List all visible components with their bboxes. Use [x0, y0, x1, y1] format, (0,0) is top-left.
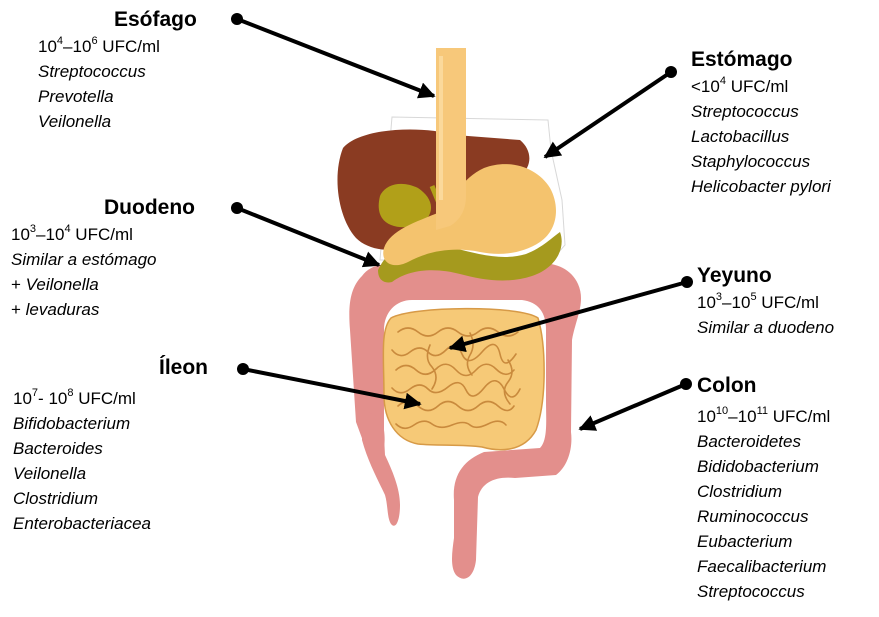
colon-title: Colon — [697, 372, 830, 400]
estomago-organism: Helicobacter pylori — [691, 174, 831, 199]
esofago-count: 104–106 UFC/ml — [38, 34, 197, 59]
ileon-title: Íleon — [159, 354, 208, 382]
estomago-title: Estómago — [691, 46, 831, 74]
duodeno-count: 103–104 UFC/ml — [11, 222, 195, 247]
estomago-label: Estómago <104 UFC/ml Streptococcus Lacto… — [691, 46, 831, 199]
yeyuno-organism: Similar a duodeno — [697, 315, 834, 340]
colon-organism: Ruminococcus — [697, 504, 830, 529]
estomago-count: <104 UFC/ml — [691, 74, 831, 99]
ileon-organism: Clostridium — [13, 486, 208, 511]
ileon-organism: Bifidobacterium — [13, 411, 208, 436]
estomago-organism: Staphylococcus — [691, 149, 831, 174]
colon-organism: Bididobacterium — [697, 454, 830, 479]
duodeno-organism: + levaduras — [11, 297, 195, 322]
colon-organism: Bacteroidetes — [697, 429, 830, 454]
colon-organism: Clostridium — [697, 479, 830, 504]
colon-organism: Faecalibacterium — [697, 554, 830, 579]
duodeno-organism: Similar a estómago — [11, 247, 195, 272]
colon-arrow — [580, 384, 686, 429]
yeyuno-count: 103–105 UFC/ml — [697, 290, 834, 315]
esofago-arrow — [237, 19, 434, 96]
ileon-organism: Bacteroides — [13, 436, 208, 461]
estomago-organism: Streptococcus — [691, 99, 831, 124]
colon-organism: Eubacterium — [697, 529, 830, 554]
estomago-organism: Lactobacillus — [691, 124, 831, 149]
ileon-label: Íleon 107- 108 UFC/ml Bifidobacterium Ba… — [13, 354, 208, 536]
duodeno-title: Duodeno — [104, 194, 195, 222]
estomago-arrow — [545, 72, 671, 157]
esofago-organism: Veilonella — [38, 109, 197, 134]
colon-count: 1010–1011 UFC/ml — [697, 404, 830, 429]
yeyuno-label: Yeyuno 103–105 UFC/ml Similar a duodeno — [697, 262, 834, 340]
esofago-organism: Streptococcus — [38, 59, 197, 84]
yeyuno-title: Yeyuno — [697, 262, 834, 290]
colon-organism: Streptococcus — [697, 579, 830, 604]
colon-label: Colon 1010–1011 UFC/ml Bacteroidetes Bid… — [697, 372, 830, 604]
ileon-organism: Enterobacteriacea — [13, 511, 208, 536]
ileon-organism: Veilonella — [13, 461, 208, 486]
esofago-organism: Prevotella — [38, 84, 197, 109]
ileon-count: 107- 108 UFC/ml — [13, 386, 208, 411]
esofago-title: Esófago — [114, 6, 197, 34]
duodeno-organism: + Veilonella — [11, 272, 195, 297]
esofago-label: Esófago 104–106 UFC/ml Streptococcus Pre… — [38, 6, 197, 134]
duodeno-label: Duodeno 103–104 UFC/ml Similar a estómag… — [11, 194, 195, 322]
